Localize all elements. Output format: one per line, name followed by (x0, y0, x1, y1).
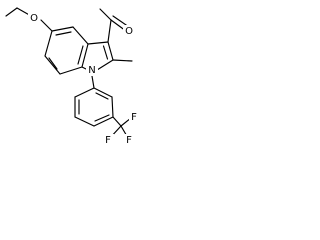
fluorine-right-label: F (126, 135, 132, 146)
bond-phenyl-top-left (74, 87, 95, 98)
bond-oxygen-to-ring (40, 19, 53, 32)
bond-phenyl-inner-1 (95, 92, 109, 100)
bond-benzene-top-right (72, 26, 89, 45)
bond-benzene-inner-2 (77, 45, 84, 65)
bond-carbonyl-methyl (99, 8, 112, 21)
bond-benzene-top-left (51, 26, 74, 32)
bond-phenyl-inner-2 (94, 114, 110, 122)
fluorine-left-label: F (105, 135, 111, 146)
bond-c3-c2-double (102, 45, 109, 60)
bond-benzene-bottom-right (59, 66, 83, 75)
bond-n1-aryl (91, 75, 95, 89)
bond-benzene-inner-3 (48, 57, 58, 70)
bond-benzene-left (44, 30, 53, 57)
ethoxy-oxygen-label: O (30, 13, 38, 24)
bond-phenyl-bottom-left (74, 116, 95, 127)
bond-aryl-cf3 (112, 116, 122, 127)
bond-c3-carbonyl (107, 19, 112, 43)
bond-phenyl-top-right (93, 87, 113, 98)
chemical-structure-diagram: O O N F F F (5, 7, 140, 146)
bond-ethyl-to-oxygen (16, 7, 30, 16)
atom-labels: O O N F F F (28, 12, 140, 146)
bond-c3a-c3 (87, 41, 109, 45)
indole-nitrogen-label: N (88, 65, 95, 76)
bond-c3-c2 (107, 41, 114, 61)
bond-benzene-right (81, 43, 89, 68)
bond-c2-n1 (96, 59, 114, 71)
bond-phenyl-bottom-right (93, 116, 114, 127)
bond-c2-methyl (112, 59, 133, 62)
bond-benzene-inner-1 (55, 31, 72, 36)
bond-ethyl-terminal (5, 7, 18, 17)
bond-benzene-bottom-left (44, 55, 61, 75)
bond-phenyl-right (111, 96, 114, 118)
bonds (5, 7, 133, 140)
fluorine-top-label: F (131, 112, 137, 123)
acetyl-oxygen-label: O (125, 26, 133, 37)
